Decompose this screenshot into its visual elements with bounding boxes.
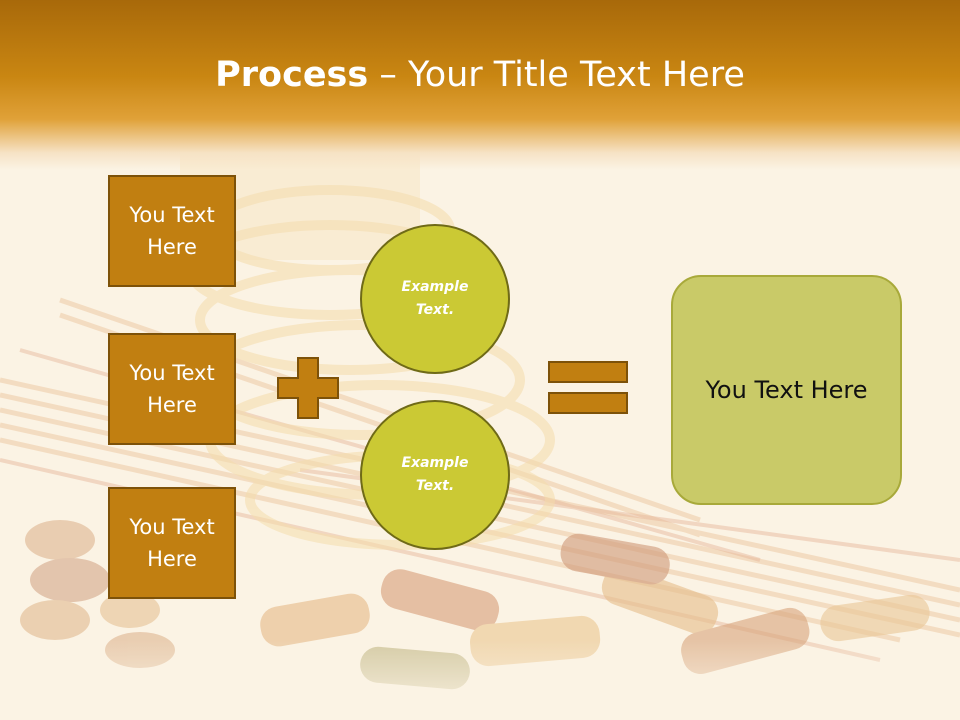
example-circle-2[interactable]: Example Text. — [360, 400, 510, 550]
result-label: You Text Here — [705, 376, 868, 404]
text-box-3[interactable]: You Text Here — [108, 487, 236, 599]
plus-icon — [277, 357, 339, 419]
title-rest: – Your Title Text Here — [368, 55, 745, 95]
circle-label: Example Text. — [401, 455, 469, 494]
text-box-2[interactable]: You Text Here — [108, 333, 236, 445]
slide-title: Process – Your Title Text Here — [0, 52, 960, 98]
title-bold: Process — [215, 55, 369, 95]
text-box-1[interactable]: You Text Here — [108, 175, 236, 287]
title-bar — [0, 0, 960, 170]
result-box[interactable]: You Text Here — [671, 275, 902, 505]
example-circle-1[interactable]: Example Text. — [360, 224, 510, 374]
equals-icon — [548, 361, 628, 414]
text-box-label: You Text Here — [129, 361, 215, 417]
text-box-label: You Text Here — [129, 515, 215, 571]
circle-label: Example Text. — [401, 279, 469, 318]
text-box-label: You Text Here — [129, 203, 215, 259]
